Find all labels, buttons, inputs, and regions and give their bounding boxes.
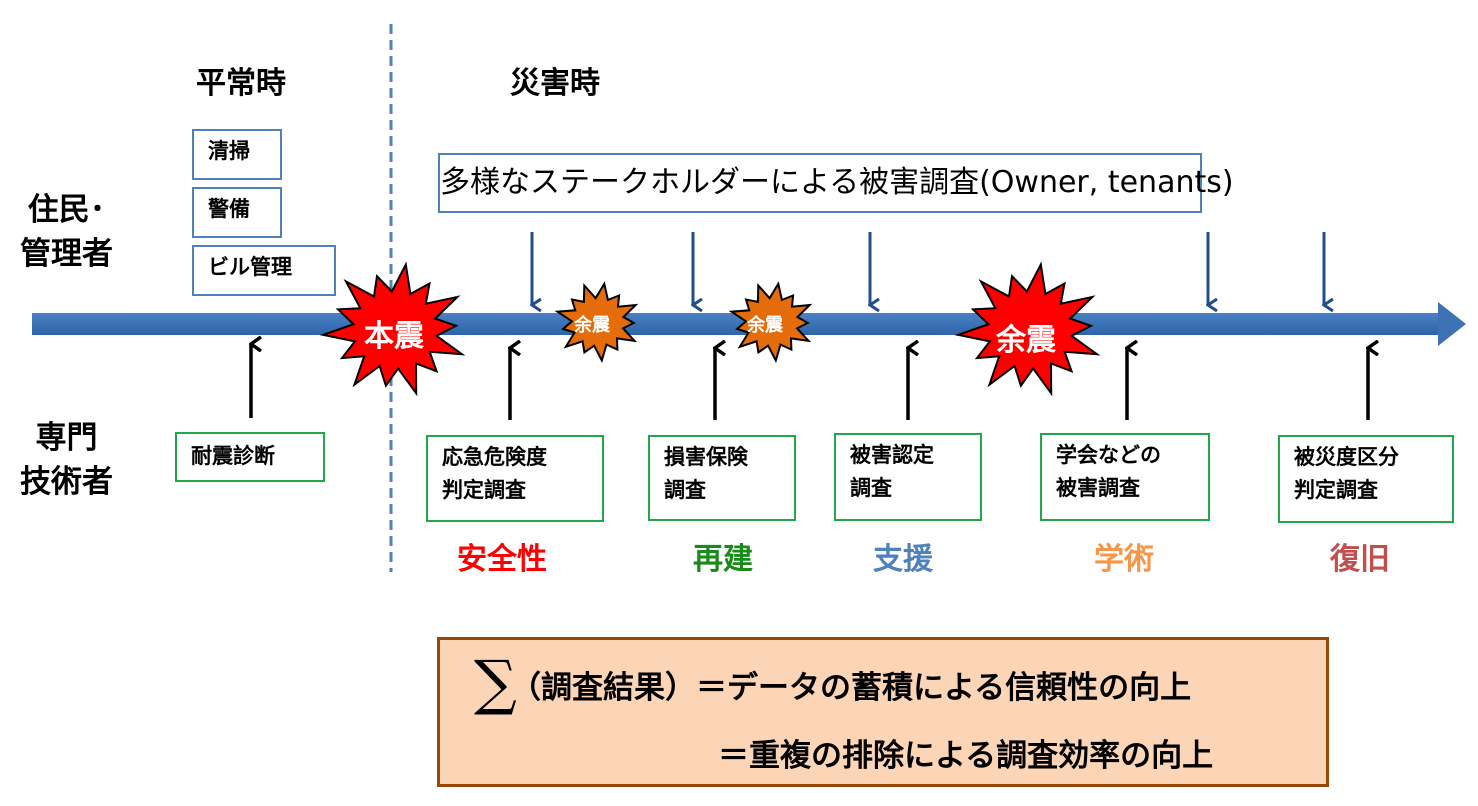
- task-seismic-diagnosis: 耐震診断: [175, 432, 325, 482]
- category-safety: 安全性: [457, 542, 547, 577]
- category-recovery: 復旧: [1330, 542, 1390, 577]
- role-residents-line: 住民･: [27, 192, 106, 228]
- role-experts-line: 技術者: [20, 464, 113, 500]
- main-shock-burst-icon: [319, 261, 466, 397]
- stakeholder-banner: 多様なステークホルダーによる被害調査(Owner, tenants): [438, 153, 1234, 213]
- quake-label-main: 本震: [364, 319, 424, 354]
- survey-line: 判定調査: [442, 478, 526, 502]
- normal-time-header: 平常時: [196, 66, 286, 101]
- task-security: 警備: [192, 187, 282, 238]
- role-residents-line: 管理者: [20, 236, 113, 272]
- survey-damage-classification: 被災度区分 判定調査: [1278, 435, 1454, 523]
- sigma-symbol: ∑: [474, 648, 517, 718]
- survey-line: 被害認定: [850, 443, 934, 467]
- survey-academic: 学会などの 被害調査: [1040, 433, 1210, 521]
- category-support: 支援: [873, 542, 933, 577]
- survey-damage-certification: 被害認定 調査: [834, 433, 982, 521]
- stakeholder-down-arrows: [532, 232, 1324, 305]
- survey-line: 調査: [850, 476, 892, 500]
- quake-label-large-aftershock: 余震: [996, 323, 1056, 358]
- survey-line: 損害保険: [664, 445, 748, 469]
- summary-line-reliability: （調査結果）＝データの蓄積による信頼性の向上: [510, 670, 1192, 706]
- role-residents: 住民･ 管理者: [20, 188, 113, 276]
- survey-line: 被害調査: [1056, 476, 1140, 500]
- summary-line-efficiency: ＝重複の排除による調査効率の向上: [718, 738, 1214, 774]
- survey-line: 応急危険度: [442, 445, 547, 469]
- category-rebuild: 再建: [693, 542, 753, 577]
- task-cleaning: 清掃: [192, 129, 282, 180]
- survey-emergency-risk: 応急危険度 判定調査: [426, 435, 604, 522]
- role-experts: 専門 技術者: [20, 416, 113, 504]
- quake-label-aftershock: 余震: [574, 315, 610, 336]
- task-building-management: ビル管理: [192, 245, 336, 296]
- disaster-time-header: 災害時: [510, 66, 600, 101]
- aftershock-burst-icon: [554, 281, 639, 364]
- survey-line: 学会などの: [1056, 443, 1161, 467]
- survey-line: 被災度区分: [1294, 445, 1399, 469]
- survey-insurance: 損害保険 調査: [648, 435, 796, 521]
- quake-label-aftershock: 余震: [747, 315, 783, 336]
- role-experts-line: 専門: [35, 420, 98, 456]
- aftershock-burst-icon: [954, 261, 1101, 397]
- survey-line: 調査: [664, 478, 706, 502]
- summary-box: ∑ （調査結果）＝データの蓄積による信頼性の向上 ＝重複の排除による調査効率の向…: [437, 637, 1329, 787]
- expert-up-arrows: [251, 344, 1368, 420]
- aftershock-burst-icon: [728, 281, 813, 364]
- category-academic: 学術: [1094, 542, 1154, 577]
- survey-line: 判定調査: [1294, 478, 1378, 502]
